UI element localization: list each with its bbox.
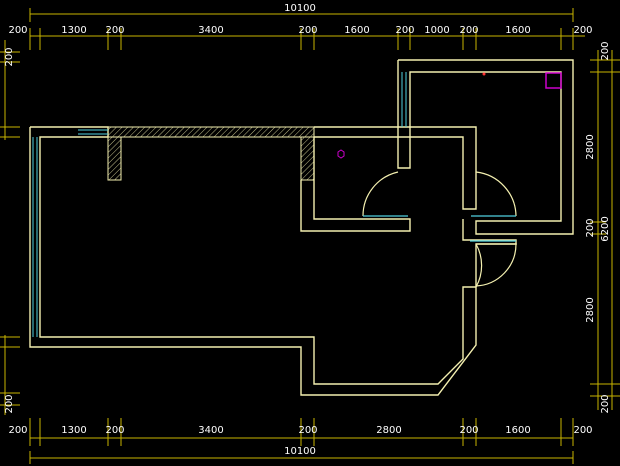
middle-room-wall: [314, 126, 477, 210]
bottom-segment-ticks: [29, 418, 574, 446]
door-arc-lower-right: [475, 243, 517, 287]
hatched-column: [107, 136, 122, 181]
bottom-seg-4: 200: [298, 425, 317, 436]
top-seg-4: 200: [298, 25, 317, 36]
top-seg-0: 200: [8, 25, 27, 36]
windows: [32, 72, 407, 337]
door-arc-lower: [475, 243, 483, 288]
bottom-seg-1: 1300: [61, 425, 86, 436]
bottom-dimensions: 200 1300 200 3400 200 2800 200 1600 200 …: [8, 418, 593, 464]
hatched-right-column: [300, 136, 315, 181]
right-room-partition: [462, 219, 517, 287]
top-seg-10: 200: [573, 25, 592, 36]
top-seg-6: 200: [395, 25, 414, 36]
right-seg-2: 200: [585, 218, 596, 237]
bottom-total-label: 10100: [284, 446, 316, 457]
square-symbol-icon: [545, 72, 562, 89]
right-seg-1: 2800: [585, 134, 596, 159]
bottom-seg-8: 200: [573, 425, 592, 436]
left-seg-0: 200: [4, 47, 15, 66]
symbols: [337, 72, 562, 159]
right-seg-0: 200: [600, 41, 611, 60]
floor-plan-walls: [29, 59, 574, 396]
doors: [362, 171, 517, 288]
red-point-marker: [482, 72, 486, 76]
bottom-seg-6: 200: [459, 425, 478, 436]
top-seg-1: 1300: [61, 25, 86, 36]
top-segment-ticks: [29, 28, 574, 50]
bottom-seg-7: 1600: [505, 425, 530, 436]
top-seg-7: 1000: [424, 25, 449, 36]
door-arc-middle-left: [362, 171, 399, 217]
left-bottom-seg-0: 200: [4, 394, 15, 413]
top-seg-5: 1600: [344, 25, 369, 36]
right-dimensions: 200 2800 200 2800 200 6200: [585, 41, 620, 414]
top-dimensions: 10100 200 1300 200 3400 200 1600 200 100…: [8, 3, 593, 50]
bottom-seg-0: 200: [8, 425, 27, 436]
door-arc-middle-right: [475, 171, 517, 217]
top-seg-3: 3400: [198, 25, 223, 36]
bottom-seg-3: 3400: [198, 425, 223, 436]
top-seg-2: 200: [105, 25, 124, 36]
right-seg-4: 200: [600, 394, 611, 413]
bottom-seg-5: 2800: [376, 425, 401, 436]
bottom-seg-2: 200: [105, 425, 124, 436]
right-total-label: 6200: [600, 216, 611, 241]
hatched-top-wall: [107, 126, 315, 138]
main-room-outer-wall: [29, 126, 477, 396]
top-seg-9: 1600: [505, 25, 530, 36]
hexagon-symbol-icon: [337, 149, 345, 159]
top-seg-8: 200: [459, 25, 478, 36]
top-total-label: 10100: [284, 3, 316, 14]
left-dimensions: 200 200: [0, 40, 20, 415]
middle-room-lower-wall: [300, 137, 411, 232]
right-seg-3: 2800: [585, 297, 596, 322]
